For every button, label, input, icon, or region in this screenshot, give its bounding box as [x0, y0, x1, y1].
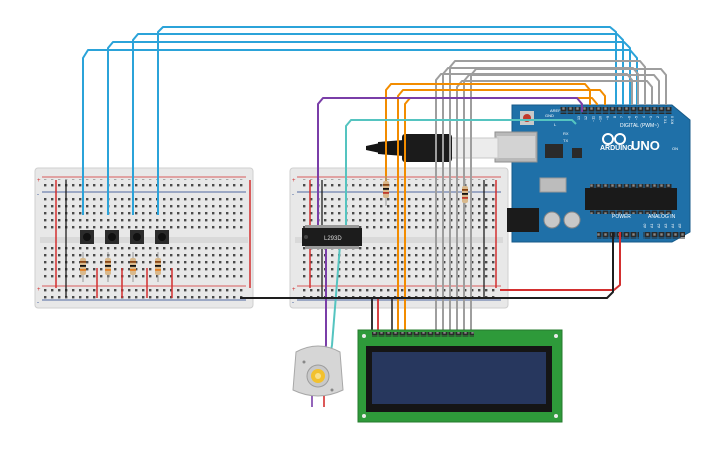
digital-pin-label: 13 — [577, 116, 581, 120]
atmega-chip — [585, 188, 677, 210]
rx-label: RX — [563, 131, 569, 136]
digital-pin-label: ~10 — [599, 116, 603, 122]
digital-pin-label: 2 — [656, 116, 660, 118]
digital-header — [560, 107, 672, 114]
wire-button-3 — [132, 33, 624, 215]
analog-pin-label: A4 — [671, 224, 675, 228]
resistors — [80, 176, 468, 282]
l-led-label: L — [554, 122, 557, 127]
lcd-16x2-display — [357, 329, 563, 423]
analog-header — [643, 232, 685, 239]
lcd-screen — [372, 352, 546, 404]
l293d-driver-chip: L293D — [302, 225, 362, 249]
svg-text:+: + — [292, 178, 296, 184]
on-led-label: ON — [672, 146, 678, 151]
wire-button-2 — [107, 41, 631, 215]
wire-5v — [500, 232, 621, 291]
push-buttons — [80, 230, 169, 244]
arduino-logo-icon — [602, 133, 626, 145]
resistor-1 — [80, 252, 86, 282]
wire-button-1 — [82, 49, 638, 215]
svg-text:+: + — [37, 287, 41, 293]
wire-lcd-data-5 — [442, 67, 639, 330]
analog-pin-label: A3 — [664, 224, 668, 228]
wire-button-4 — [157, 26, 617, 215]
wire-lcd-data-3 — [456, 80, 653, 330]
digital-pin-label: ~5 — [635, 116, 639, 120]
gnd-label: GND — [545, 113, 554, 118]
arduino-brand-label: ARDUINO — [600, 145, 633, 152]
digital-pins-label: DIGITAL (PWM~) — [620, 123, 659, 129]
lcd-pin-header — [372, 332, 474, 337]
wire-driver-input-2 — [345, 119, 577, 232]
wire-lcd-data-6 — [435, 73, 633, 330]
arduino-model-label: UNO — [631, 138, 660, 153]
svg-text:-: - — [292, 192, 294, 198]
digital-pin-label: ~3 — [649, 116, 653, 120]
power-label: POWER — [612, 214, 631, 220]
push-button-2[interactable] — [105, 230, 119, 244]
wire-gnd — [240, 232, 614, 299]
power-header — [597, 232, 639, 239]
digital-pin-label: ~9 — [606, 116, 610, 120]
wires — [55, 26, 667, 381]
push-button-1[interactable] — [80, 230, 94, 244]
digital-pin-label: ~11 — [591, 116, 595, 122]
wire-driver-input-1 — [317, 97, 583, 232]
aref-label: AREF — [550, 108, 561, 113]
power-jack — [507, 208, 539, 232]
digital-pin-label: ~6 — [627, 116, 631, 120]
svg-text:-: - — [37, 300, 39, 306]
analog-in-label: ANALOG IN — [648, 214, 676, 220]
push-button-3[interactable] — [130, 230, 144, 244]
arduino-uno-board: ARDUINO UNO DIGITAL (PWM~) POWER ANALOG … — [494, 104, 691, 243]
resistor-3 — [130, 252, 136, 282]
svg-text:+: + — [37, 178, 41, 184]
svg-text:-: - — [37, 192, 39, 198]
svg-text:-: - — [292, 300, 294, 306]
wire-lcd-rs — [397, 89, 606, 330]
svg-text:+: + — [292, 287, 296, 293]
digital-pin-label: 4 — [642, 116, 646, 118]
dc-motor — [292, 345, 344, 407]
digital-pin-label: 12 — [584, 116, 588, 120]
wire-lcd-data-4 — [449, 60, 646, 330]
analog-pin-label: A5 — [678, 224, 682, 228]
driver-chip-label: L293D — [324, 236, 342, 242]
resistor-5 — [383, 176, 389, 206]
tx-label: TX — [563, 138, 568, 143]
analog-pin-label: A2 — [657, 224, 661, 228]
wire-resistor-signal — [385, 83, 591, 185]
resistor-4 — [155, 252, 161, 282]
digital-pin-label: RX 0 — [671, 116, 675, 124]
digital-pin-label: 8 — [613, 116, 617, 118]
resistor-6 — [462, 180, 468, 212]
push-button-4[interactable] — [155, 230, 169, 244]
resistor-2 — [105, 252, 111, 282]
analog-pin-label: A0 — [643, 224, 647, 228]
digital-pin-label: TX 1 — [663, 116, 667, 124]
digital-pin-label: 7 — [620, 116, 624, 118]
analog-pin-label: A1 — [650, 224, 654, 228]
